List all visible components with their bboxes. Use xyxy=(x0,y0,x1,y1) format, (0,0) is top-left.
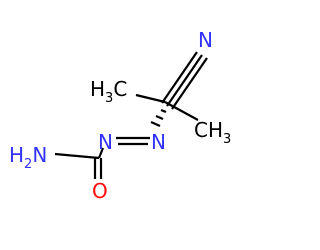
bond-c-methyl-right xyxy=(164,101,199,121)
bond-c-methyl-left xyxy=(135,93,166,104)
carbonyl-o-label: O xyxy=(92,179,108,203)
bond-carbonyl-nh2 xyxy=(54,152,100,160)
azo-n1-label: N xyxy=(98,130,113,154)
bond-n-carbonyl xyxy=(97,147,105,159)
methyl-left-label: H3C xyxy=(90,77,127,106)
azo-double-bond xyxy=(116,136,150,146)
nitrile-n-label: N xyxy=(198,28,213,52)
carbonyl-double-bond xyxy=(93,158,103,179)
azo-n2-label: N xyxy=(151,130,166,154)
structural-formula: N H3C CH3 N N H2N O xyxy=(9,28,231,203)
methyl-right-label: CH3 xyxy=(194,118,231,147)
amide-nh2-label: H2N xyxy=(9,143,47,172)
wavy-bond xyxy=(150,108,167,128)
nitrile-triple-bond xyxy=(161,51,208,110)
